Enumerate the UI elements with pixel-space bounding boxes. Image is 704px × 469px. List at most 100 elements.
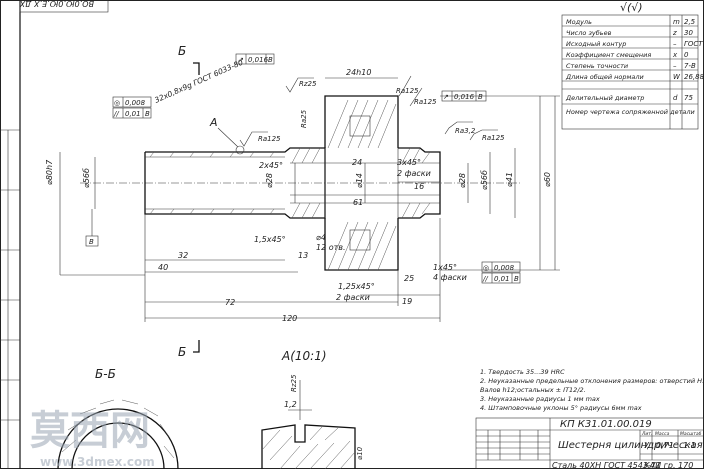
dim-two-chamfers-bottom: 2 фаски bbox=[336, 293, 370, 302]
param-sym: – bbox=[673, 40, 677, 48]
param-val: ГОСТ 13755-81 bbox=[684, 40, 704, 48]
tol-base: В bbox=[514, 275, 519, 283]
tol-value: 0,01 bbox=[125, 110, 141, 118]
dim-d80: ⌀80h7 bbox=[45, 159, 54, 185]
param-val: 0 bbox=[684, 51, 689, 59]
note-line: 4. Штамповочные уклоны 5° радиусы 6мм ma… bbox=[480, 404, 642, 412]
tol-value: 0,016 bbox=[248, 56, 269, 64]
tol-sym: ◎ bbox=[483, 264, 489, 272]
param-name: Номер чертежа сопряженной детали bbox=[566, 108, 695, 116]
tol-value: 0,016 bbox=[454, 93, 475, 101]
param-sym: – bbox=[673, 62, 677, 70]
title-mass: 0,71 bbox=[656, 441, 674, 450]
note-line: Валов h12;остальных ± IT12/2. bbox=[480, 386, 586, 394]
title-head-scale: Масштаб bbox=[680, 431, 702, 437]
tol-base: В bbox=[268, 56, 273, 64]
dim-d28-left: ⌀28 bbox=[265, 173, 274, 188]
dim-chamfer-3x45: 3х45° bbox=[397, 158, 421, 167]
param-sym: m bbox=[673, 18, 680, 26]
title-scale: 1:1 bbox=[683, 441, 696, 450]
watermark-url: www.3dmex.com bbox=[40, 455, 155, 469]
tol-sym: // bbox=[482, 275, 488, 283]
rough-mark: Rz25 bbox=[299, 80, 317, 88]
rough-mark: Ra125 bbox=[396, 87, 419, 95]
detail-view-title: A(10:1) bbox=[281, 349, 327, 363]
param-val: 2,5 bbox=[684, 18, 696, 26]
detail-dim-bottom: ⌀10 bbox=[356, 446, 364, 460]
dim-holes-d4: ⌀4 bbox=[316, 233, 326, 242]
rough-mark: Ra125 bbox=[414, 98, 437, 106]
title-letter: У bbox=[644, 441, 650, 450]
dim-d60: ⌀60 bbox=[543, 172, 552, 187]
dim-61: 61 bbox=[353, 198, 363, 207]
tol-value: 0,008 bbox=[125, 99, 146, 107]
watermark: 莫西网 bbox=[30, 408, 150, 454]
dim-chamfer-15x45: 1,5х45° bbox=[254, 235, 286, 244]
tol-base: В bbox=[478, 93, 483, 101]
param-val: 30 bbox=[684, 29, 693, 37]
dim-chamfer-2x45-left: 2х45° bbox=[259, 161, 283, 170]
datum-b-label: В bbox=[89, 238, 94, 246]
detail-roughness: Rz25 bbox=[290, 374, 298, 392]
title-block bbox=[475, 417, 704, 469]
dim-two-chamfers-top: 2 фаски bbox=[397, 169, 431, 178]
dim-chamfer-1x45: 1х45° bbox=[433, 263, 457, 272]
param-sym: d bbox=[673, 94, 678, 102]
rough-mark: Ra3,2 bbox=[455, 127, 476, 135]
param-name: Степень точности bbox=[566, 62, 628, 70]
drawing-number-top: ВО.0Ю.0Ю.Е.Х ДХ bbox=[19, 0, 94, 8]
dim-24h10: 24h10 bbox=[346, 68, 371, 77]
technical-notes: 1. Твердость 35...39 HRC 2. Неуказанные … bbox=[480, 368, 704, 412]
tol-sym: // bbox=[113, 110, 119, 118]
dim-120: 120 bbox=[282, 314, 297, 323]
param-val: 26,88 bbox=[684, 73, 704, 81]
title-part-name: Шестерня цилиндрическая bbox=[558, 440, 703, 451]
tol-value: 0,01 bbox=[494, 275, 510, 283]
dim-40: 40 bbox=[158, 263, 168, 272]
param-name: Число зубьев bbox=[566, 29, 612, 37]
view-a-marker: А bbox=[209, 116, 218, 129]
note-line: 3. Неуказанные радиусы 1 мм max bbox=[480, 395, 600, 403]
tol-base: В bbox=[145, 110, 150, 118]
param-sym: x bbox=[672, 51, 678, 59]
param-name: Длина общей нормали bbox=[565, 73, 644, 81]
title-head-mass: Масса bbox=[655, 431, 670, 437]
gear-parameter-table bbox=[561, 14, 699, 130]
dim-d56-left: ⌀56б bbox=[82, 168, 91, 188]
param-val: 75 bbox=[684, 94, 693, 102]
section-mark-top: Б bbox=[178, 44, 186, 58]
gear-longitudinal-section bbox=[80, 95, 520, 271]
left-margin-table bbox=[0, 129, 20, 469]
param-name: Исходный контур bbox=[566, 40, 626, 48]
rough-mark: Ra25 bbox=[300, 109, 308, 128]
rough-mark: Ra125 bbox=[482, 134, 505, 142]
dim-16: 16 bbox=[414, 182, 424, 191]
title-code: КП К31.01.00.019 bbox=[560, 419, 652, 430]
param-val: 7-В bbox=[684, 62, 696, 70]
dim-13: 13 bbox=[298, 251, 308, 260]
note-line: 1. Твердость 35...39 HRC bbox=[480, 368, 565, 376]
rough-mark: Ra125 bbox=[258, 135, 281, 143]
title-org: КАИ гр. 170 bbox=[644, 461, 693, 469]
tol-sym: ↗ bbox=[443, 93, 449, 101]
section-view-bb bbox=[57, 399, 179, 469]
note-line: 2. Неуказанные предельные отклонения раз… bbox=[480, 377, 704, 385]
tolerance-frames bbox=[112, 53, 521, 284]
param-name: Делительный диаметр bbox=[565, 94, 644, 102]
title-head-letter: Лит. bbox=[641, 431, 652, 437]
dim-25: 25 bbox=[404, 274, 414, 283]
section-mark-bottom: Б bbox=[178, 345, 186, 359]
tol-sym: ◎ bbox=[114, 99, 120, 107]
title-material: Сталь 40ХН ГОСТ 4543-71 bbox=[552, 461, 661, 469]
roughness-marks: Rz25 Ra125 Ra125 Ra25 Ra125 Ra3,2 Ra125 bbox=[239, 75, 505, 147]
dim-72: 72 bbox=[225, 298, 235, 307]
dim-four-chamfers: 4 фаски bbox=[433, 273, 467, 282]
detail-dim: 1,2 bbox=[284, 400, 297, 409]
dim-holes-12: 12 отв. bbox=[316, 243, 346, 252]
tol-value: 0,008 bbox=[494, 264, 515, 272]
dim-d41: ⌀41 bbox=[505, 172, 514, 187]
dim-24: 24 bbox=[352, 158, 362, 167]
dimension-lines bbox=[59, 77, 560, 322]
param-sym: z bbox=[672, 29, 677, 37]
